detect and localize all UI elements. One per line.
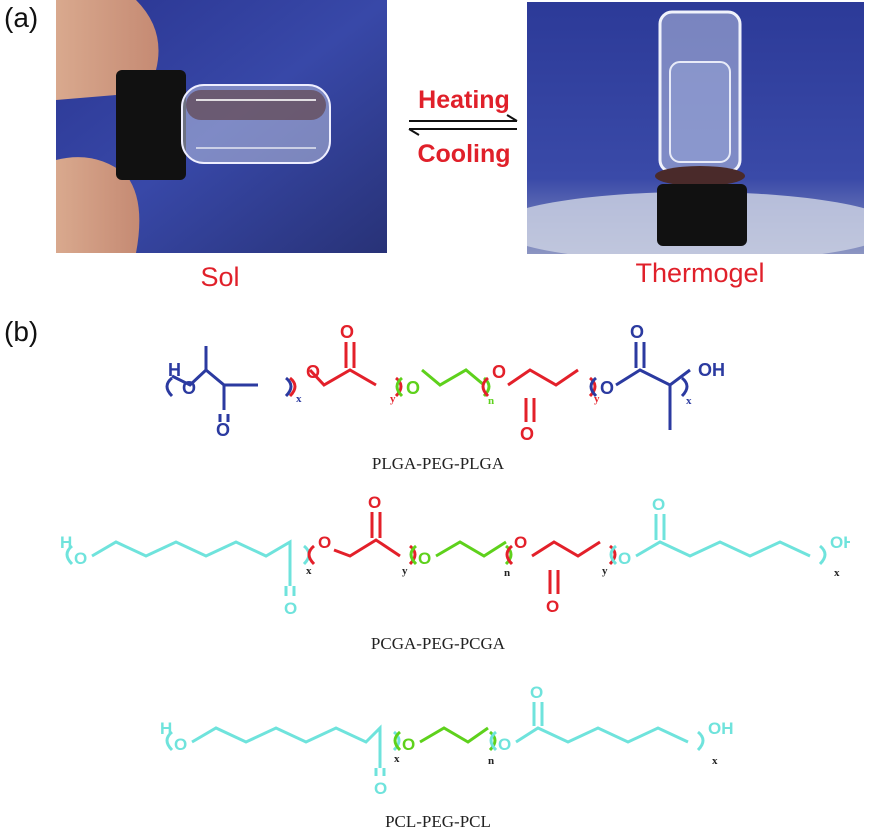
subscript-x: x <box>394 753 400 765</box>
oh-group: OH <box>708 719 734 738</box>
subscript-y: y <box>390 393 396 405</box>
o-atom: O <box>306 362 320 382</box>
thermogel-photo <box>527 2 864 254</box>
polymer-name-plga: PLGA-PEG-PLGA <box>371 454 505 473</box>
subscript-x: x <box>296 393 302 405</box>
thermogel-label: Thermogel <box>635 258 765 288</box>
subscript-y: y <box>594 393 600 405</box>
o-atom: O <box>546 597 559 616</box>
o-atom: O <box>652 495 665 514</box>
subscript-n: n <box>504 567 510 579</box>
h-atom: H <box>168 360 181 380</box>
oh-group: OH <box>830 533 850 552</box>
subscript-x: x <box>686 395 692 407</box>
polymer-name-pcga: PCGA-PEG-PCGA <box>370 634 506 653</box>
panel-a-label: (a) <box>4 2 39 33</box>
cooling-label: Cooling <box>417 140 511 168</box>
o-atom: O <box>418 549 431 568</box>
o-atom: O <box>406 378 420 398</box>
subscript-x: x <box>834 567 840 579</box>
o-atom: O <box>284 599 297 618</box>
o-atom: O <box>600 378 614 398</box>
sol-label: Sol <box>200 262 240 292</box>
h-atom: H <box>160 719 172 738</box>
o-atom: O <box>216 420 230 440</box>
o-atom: O <box>514 533 527 552</box>
heating-label: Heating <box>418 86 510 114</box>
o-atom: O <box>74 549 87 568</box>
o-atom: O <box>174 735 187 754</box>
equilibrium-arrows-icon <box>408 114 518 136</box>
o-atom: O <box>630 322 644 342</box>
o-atom: O <box>498 735 511 754</box>
o-atom: O <box>402 735 415 754</box>
pcl-peg-pcl-structure: H O O x O n O O OH x <box>160 683 734 796</box>
subscript-y: y <box>402 565 408 577</box>
subscript-x: x <box>712 755 718 767</box>
o-atom: O <box>340 322 354 342</box>
o-atom: O <box>318 533 331 552</box>
h-atom: H <box>60 533 72 552</box>
o-atom: O <box>374 779 387 796</box>
oh-group: OH <box>698 360 725 380</box>
o-atom: O <box>492 362 506 382</box>
plga-peg-plga-structure: H O O x O O y O n O O y O O OH x <box>165 322 725 444</box>
polymer-name-pcl: PCL-PEG-PCL <box>385 812 491 831</box>
pcga-peg-pcga-structure: H O O x O O y O n O O y O O OH x <box>60 493 850 618</box>
subscript-y: y <box>602 565 608 577</box>
o-atom: O <box>618 549 631 568</box>
panel-b-label: (b) <box>4 316 39 347</box>
sol-photo <box>56 0 387 253</box>
subscript-x: x <box>306 565 312 577</box>
subscript-n: n <box>488 755 494 767</box>
o-atom: O <box>530 683 543 702</box>
o-atom: O <box>368 493 381 512</box>
subscript-n: n <box>488 395 494 407</box>
o-atom: O <box>182 378 196 398</box>
o-atom: O <box>520 424 534 444</box>
